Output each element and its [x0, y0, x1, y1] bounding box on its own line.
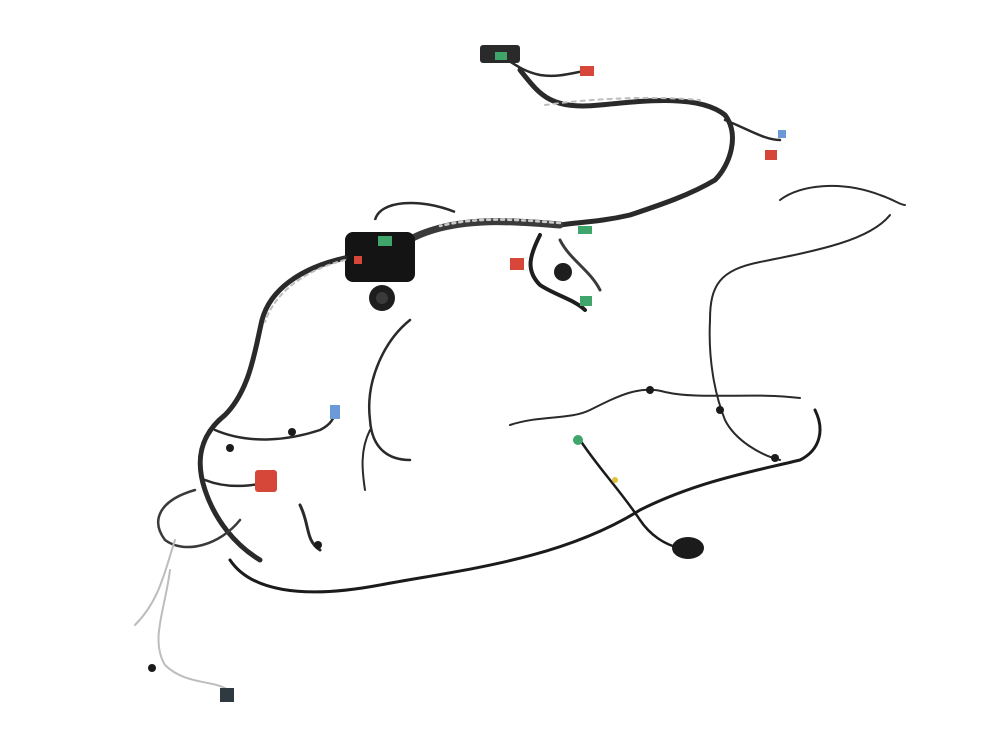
- right-red-connector: [765, 150, 777, 160]
- long-cable: [228, 408, 822, 594]
- mid-green-clip: [573, 435, 583, 445]
- trunk-upper-wire-wrap: [544, 96, 701, 106]
- top-green-connector: [495, 52, 507, 60]
- center-cluster-wire-2: [558, 238, 602, 292]
- center-red-connector: [510, 258, 524, 270]
- harness-trunk-top: [391, 53, 782, 259]
- right-long-wire: [708, 214, 891, 461]
- fusebox-cluster: [345, 201, 456, 311]
- fusebox-body: [345, 232, 415, 282]
- center-drop-wire-2: [361, 429, 371, 491]
- left-light-wire: [134, 539, 176, 626]
- right-top-wire: [779, 185, 906, 206]
- harness-trunk-left: [134, 255, 348, 702]
- fusebox-wire-loop: [373, 201, 456, 221]
- clip-7: [148, 664, 156, 672]
- left-bottom-wire: [157, 569, 229, 691]
- antenna-puck: [672, 537, 704, 559]
- clip-5: [226, 444, 234, 452]
- red-connector: [255, 470, 277, 492]
- center-grommet: [554, 263, 572, 281]
- connector-clips: [148, 45, 786, 672]
- long-black-cable: [228, 408, 822, 594]
- grommet-center: [376, 292, 388, 304]
- bottom-connector: [220, 688, 234, 702]
- mid-right-wire: [509, 388, 801, 426]
- center-connector-cluster: [510, 226, 602, 312]
- left-trunk-wrap: [264, 259, 346, 323]
- left-branch-blue: [213, 408, 337, 441]
- center-drop-wire: [367, 318, 412, 462]
- clip-2: [716, 406, 724, 414]
- center-cluster-wire: [528, 233, 587, 312]
- top-red-connector: [580, 66, 594, 76]
- clip-1: [646, 386, 654, 394]
- center-green-connector: [580, 296, 592, 306]
- blue-connector: [330, 405, 340, 419]
- clip-4: [288, 428, 296, 436]
- fusebox-red-connector: [354, 256, 362, 264]
- right-blue-connector: [778, 130, 786, 138]
- left-loop-wire: [157, 488, 242, 549]
- clip-6: [314, 541, 322, 549]
- fusebox-green-connector: [378, 236, 392, 246]
- left-trunk-wire: [197, 255, 348, 563]
- yellow-clip: [612, 477, 618, 483]
- branch-right-connectors: [723, 118, 782, 142]
- trunk-upper-wire: [517, 67, 735, 228]
- trunk-mid-wire-wrap: [438, 218, 562, 228]
- right-branches: [361, 185, 906, 491]
- clip-3: [771, 454, 779, 462]
- center-green-connector-2: [578, 226, 592, 234]
- antenna-branch: [578, 438, 682, 550]
